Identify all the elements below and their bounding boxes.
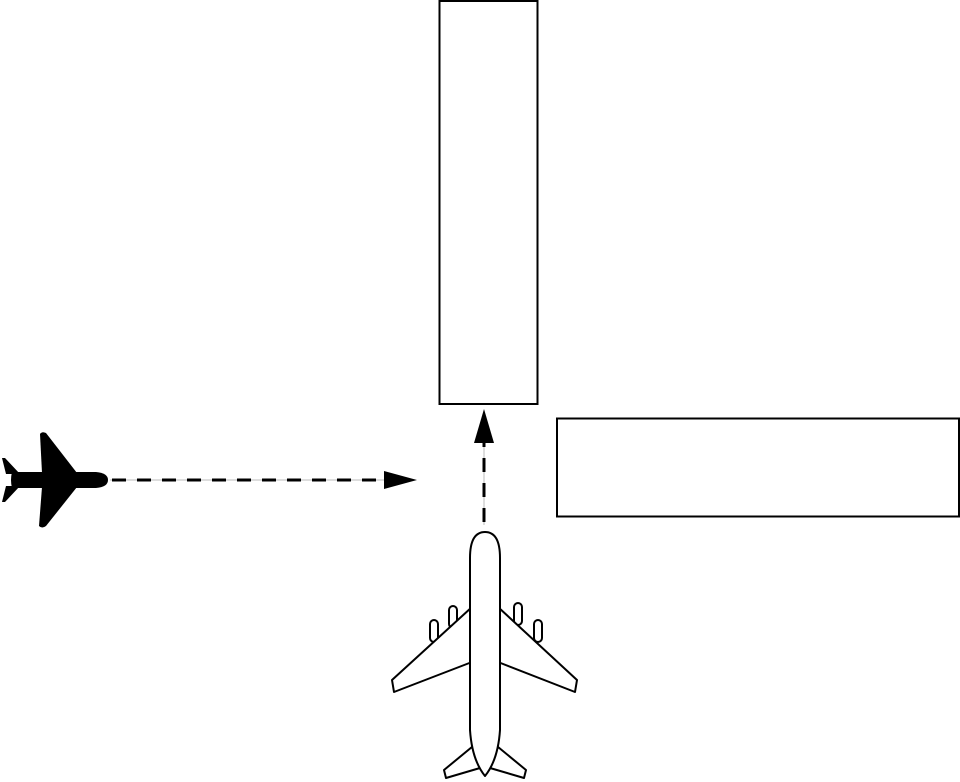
runway-vertical [438, 0, 539, 405]
runway-horizontal [556, 417, 960, 518]
airplane-top-icon [391, 531, 578, 779]
path-bottom-arrowhead [474, 409, 494, 443]
path-left-arrowhead [384, 471, 417, 489]
airplane-side-icon [2, 432, 108, 528]
path-left-arrow [110, 471, 417, 489]
path-bottom-arrow [474, 409, 494, 525]
